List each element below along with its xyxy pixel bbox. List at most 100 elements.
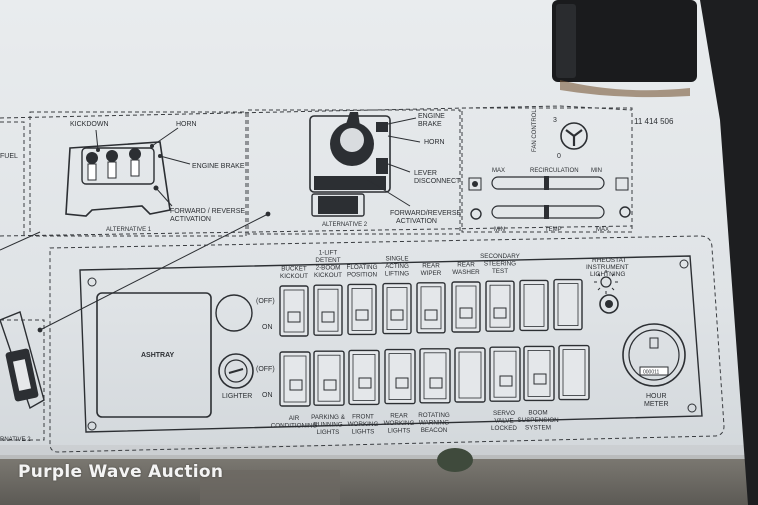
switch-symbol-icon bbox=[395, 377, 409, 389]
bottom-row-off-label: (OFF) bbox=[256, 366, 275, 373]
bottom-switch-label-5-line-3: BEACON bbox=[421, 427, 448, 434]
bottom-switch-label-5-line-1: ROTATING bbox=[418, 412, 450, 419]
bottom-switch-label-5-line-2: WARNING bbox=[419, 419, 449, 426]
top-switch-label-6-line-2: WASHER bbox=[452, 269, 480, 276]
recirc-max-label: MAX bbox=[492, 168, 505, 174]
top-switch-label-3-line-1: FLOATING bbox=[346, 264, 377, 271]
top-row-switch-8 bbox=[519, 279, 549, 332]
hour-label: HOUR bbox=[646, 393, 667, 400]
bottom-switch-label-3-line-2: WORKING bbox=[348, 421, 379, 428]
top-row-switch-4 bbox=[382, 282, 412, 335]
top-switch-label-3-line-2: POSITION bbox=[347, 271, 378, 278]
engine-brake-label-1: ENGINE BRAKE bbox=[192, 163, 245, 170]
power-socket bbox=[215, 294, 253, 332]
switch-symbol-icon bbox=[499, 375, 513, 387]
fan-3-label: 3 bbox=[553, 117, 557, 124]
switch-grid bbox=[279, 278, 590, 407]
climate-controls bbox=[468, 122, 631, 220]
bottom-switch-label-2-line-2: RUNNING bbox=[313, 422, 342, 429]
top-row-switch-7 bbox=[485, 280, 515, 332]
bottom-switch-label-7-line-2: VALVE bbox=[494, 418, 513, 425]
top-row-switch-3 bbox=[347, 283, 377, 336]
bottom-row-switch-6 bbox=[454, 347, 486, 403]
bottom-switch-label-4-line-3: LIGHTS bbox=[388, 428, 411, 435]
switch-symbol-icon bbox=[533, 373, 547, 385]
bottom-row-switch-4 bbox=[384, 348, 416, 405]
activation-label-1: ACTIVATION bbox=[170, 216, 211, 223]
switch-symbol-icon bbox=[390, 309, 404, 321]
recirc-min-label: MIN bbox=[591, 168, 602, 174]
top-switch-label-2-line-1: 1-LIFT bbox=[319, 250, 338, 257]
bottom-switch-label-7-line-3: LOCKED bbox=[491, 425, 517, 432]
alternative-1-diagram bbox=[65, 127, 191, 217]
cab-pillar bbox=[700, 0, 758, 505]
top-switch-label-2-line-2: DETENT bbox=[315, 257, 340, 264]
fwd-rev-label-1: FORWARD / REVERSE bbox=[170, 208, 245, 215]
top-row-labels: BUCKETKICKOUT1-LIFTDETENT2-BOOMKICKOUTFL… bbox=[280, 250, 521, 280]
switch-symbol-icon bbox=[321, 311, 335, 323]
left-edge-diagram bbox=[0, 311, 45, 410]
rheostat-label-3: LIGHTNING bbox=[590, 271, 625, 278]
top-row-switch-5 bbox=[416, 282, 446, 334]
activation-label-2: ACTIVATION bbox=[396, 218, 437, 225]
horn-label-2: HORN bbox=[424, 139, 445, 146]
horn-label-1: HORN bbox=[176, 121, 197, 128]
fan-0-label: 0 bbox=[557, 153, 561, 160]
bottom-switch-label-4-line-2: WORKING bbox=[384, 420, 415, 427]
disconnect-label: DISCONNECT bbox=[414, 178, 461, 185]
switch-symbol-icon bbox=[459, 307, 473, 319]
bottom-switch-label-3-line-1: FRONT bbox=[352, 413, 374, 420]
rheostat-label-1: RHEOSTAT bbox=[592, 257, 626, 264]
top-switch-label-4-line-1: SINGLE bbox=[385, 256, 408, 263]
rheostat bbox=[594, 270, 619, 314]
meter-label: METER bbox=[644, 401, 669, 408]
lighter-label: LIGHTER bbox=[222, 393, 252, 400]
top-switch-label-7-line-3: TEST bbox=[492, 268, 508, 275]
top-row-off-label: (OFF) bbox=[256, 298, 275, 305]
alternative-2-label: ALTERNATIVE 2 bbox=[322, 222, 368, 228]
temp-max-label: MAX bbox=[596, 227, 609, 233]
switch-symbol-icon bbox=[287, 311, 301, 323]
bottom-row-on-label: ON bbox=[262, 392, 273, 399]
brake-label-2: BRAKE bbox=[418, 121, 442, 128]
part-number: 11 414 506 bbox=[634, 117, 674, 126]
top-row-switch-6 bbox=[451, 281, 481, 333]
top-switch-label-1-line-2: KICKOUT bbox=[280, 273, 308, 280]
bottom-switch-label-2-line-1: PARKING & bbox=[311, 414, 346, 421]
temp-min-label: MIN bbox=[494, 227, 505, 233]
top-row-switch-9 bbox=[553, 278, 583, 331]
top-switch-label-2-line-4: KICKOUT bbox=[314, 272, 342, 279]
switch-symbol-icon bbox=[355, 309, 369, 321]
top-switch-label-6-line-1: REAR bbox=[457, 262, 475, 269]
top-switch-label-5-line-1: REAR bbox=[422, 262, 440, 269]
switch-symbol-icon bbox=[493, 307, 507, 319]
rheostat-label-2: INSTRUMENT bbox=[586, 264, 629, 271]
ashtray-label: ASHTRAY bbox=[141, 352, 175, 359]
ashtray-box bbox=[96, 292, 212, 418]
bottom-row-switch-2 bbox=[313, 350, 345, 406]
top-switch-label-7-line-1: SECONDARY bbox=[480, 253, 521, 260]
bottom-switch-label-3-line-3: LIGHTS bbox=[352, 428, 375, 435]
lever-label: LEVER bbox=[414, 170, 437, 177]
switch-symbol-icon bbox=[424, 309, 438, 321]
bottom-row-switch-1 bbox=[279, 351, 311, 407]
outside-ground bbox=[0, 455, 758, 505]
fan-control-label: FAN CONTROL bbox=[532, 109, 538, 152]
watermark: Purple Wave Auction bbox=[18, 462, 224, 482]
kickdown-label: KICKDOWN bbox=[70, 121, 109, 128]
recirculation-label: RECIRCULATION bbox=[530, 168, 579, 174]
bottom-switch-label-8-line-3: SYSTEM bbox=[525, 424, 551, 431]
bottom-switch-label-8-line-2: SUSPENSION bbox=[517, 417, 559, 424]
lighter-socket bbox=[218, 353, 254, 389]
switch-symbol-icon bbox=[323, 379, 337, 391]
bottom-switch-label-1-line-1: AIR bbox=[289, 415, 300, 422]
bottom-row-switch-3 bbox=[348, 349, 380, 406]
switch-panel-outline bbox=[79, 255, 703, 433]
bottom-row-switch-5 bbox=[419, 348, 451, 404]
alternative-2-diagram bbox=[309, 112, 421, 217]
fuel-label: FUEL bbox=[0, 153, 18, 160]
top-switch-label-2-line-3: 2-BOOM bbox=[316, 265, 341, 272]
hour-meter-digits: 000011 bbox=[643, 370, 660, 376]
